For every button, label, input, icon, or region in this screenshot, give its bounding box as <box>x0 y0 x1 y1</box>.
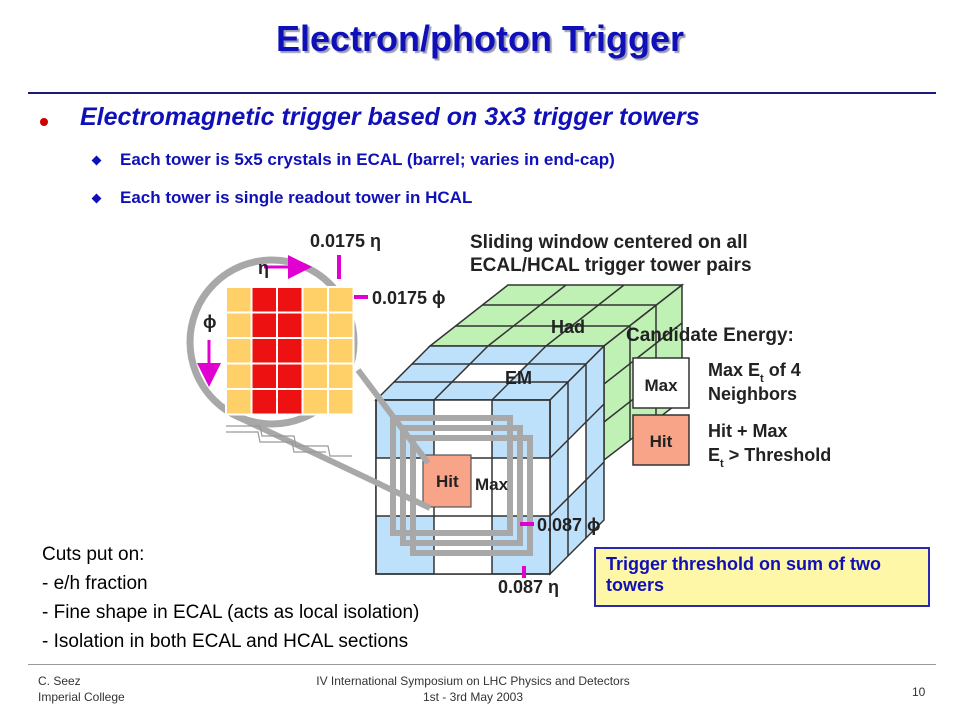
footer-author-block: C. Seez Imperial College <box>38 673 125 705</box>
crystal-grid <box>225 286 355 416</box>
max-desc-a: Max E <box>708 360 760 380</box>
candidate-energy-label: Candidate Energy: <box>626 325 794 346</box>
main-bullet: Electromagnetic trigger based on 3x3 tri… <box>80 103 700 131</box>
svg-text:Et > Threshold: Et > Threshold <box>708 445 831 470</box>
page-number: 10 <box>912 685 926 699</box>
footer-conference-block: IV International Symposium on LHC Physic… <box>278 673 668 705</box>
had-label: Had <box>551 317 585 337</box>
crystal-red <box>250 388 278 416</box>
crystal-yellow <box>327 388 355 416</box>
max-cell-label: Max <box>475 475 509 494</box>
crystal-yellow <box>301 286 329 314</box>
dimension-markers <box>337 255 534 578</box>
crystal-yellow <box>327 337 355 365</box>
crystal-red <box>276 286 304 314</box>
legend-hit-box <box>632 414 690 466</box>
crystal-yellow <box>301 337 329 365</box>
cut-item: - Fine shape in ECAL (acts as local isol… <box>42 602 420 623</box>
footer-author: C. Seez <box>38 674 81 688</box>
hit-desc-b: > Threshold <box>724 445 832 465</box>
crystal-red <box>250 311 278 339</box>
hit-desc-a: E <box>708 445 720 465</box>
legend-hit-label: Hit <box>650 432 673 451</box>
crystal-red <box>250 286 278 314</box>
footer-conference: IV International Symposium on LHC Physic… <box>316 674 630 688</box>
cuts-list: Cuts put on: - e/h fraction - Fine shape… <box>42 540 419 656</box>
footer-rule <box>28 664 936 665</box>
crystal-yellow <box>301 311 329 339</box>
sub-bullet-2: Each tower is single readout tower in HC… <box>120 188 473 207</box>
sliding-window-frames <box>390 415 533 556</box>
sliding-window-line-2: ECAL/HCAL trigger tower pairs <box>470 255 752 276</box>
hit-cell <box>422 454 472 508</box>
eta-symbol: η <box>258 258 269 278</box>
max-desc-line-2: Neighbors <box>708 384 797 404</box>
cut-item: - Isolation in both ECAL and HCAL sectio… <box>42 631 409 652</box>
hit-desc-line-1: Hit + Max <box>708 421 788 441</box>
crystal-yellow <box>301 362 329 390</box>
sliding-window-line-1: Sliding window centered on all <box>470 232 748 253</box>
crystal-yellow <box>225 337 253 365</box>
crystal-yellow <box>301 388 329 416</box>
crystal-yellow <box>225 311 253 339</box>
crystal-red <box>250 362 278 390</box>
cuts-heading: Cuts put on: <box>42 544 145 565</box>
phi-symbol: ϕ <box>203 312 217 332</box>
crystal-yellow <box>327 286 355 314</box>
crystal-yellow <box>327 311 355 339</box>
crystal-zoom-circle <box>186 255 358 428</box>
crystal-red <box>276 362 304 390</box>
bullet-dot-icon <box>40 118 48 126</box>
footer-institute: Imperial College <box>38 690 125 704</box>
legend-max-box <box>632 357 690 409</box>
footer-dates: 1st - 3rd May 2003 <box>422 690 524 704</box>
title-rule <box>28 92 936 94</box>
phi-fine-label: 0.0175 ϕ <box>372 288 446 308</box>
sub-bullet-1: Each tower is 5x5 crystals in ECAL (barr… <box>120 150 615 169</box>
crystal-yellow <box>225 388 253 416</box>
crystal-red <box>276 388 304 416</box>
phi-coarse-label: 0.087 ϕ <box>537 515 601 535</box>
svg-text:Max Et of 4: Max Et of 4 <box>708 360 801 385</box>
hit-cell-label: Hit <box>436 472 459 491</box>
legend-max-label: Max <box>644 376 678 395</box>
slide-title: Electron/photon Trigger <box>275 18 684 59</box>
max-desc-b: of 4 <box>764 360 801 380</box>
em-label: EM <box>505 368 532 388</box>
crystal-red <box>276 337 304 365</box>
crystal-yellow <box>225 362 253 390</box>
max-desc-sub: t <box>760 373 764 385</box>
legend: Max Hit Max Et of 4 Neighbors Hit + Max … <box>632 357 831 470</box>
zoom-connector <box>234 368 432 511</box>
step-decoration <box>226 425 352 457</box>
eta-coarse-label: 0.087 η <box>498 577 559 597</box>
crystal-red <box>276 311 304 339</box>
crystal-yellow <box>225 286 253 314</box>
crystal-red <box>250 337 278 365</box>
crystal-yellow <box>327 362 355 390</box>
eta-fine-label: 0.0175 η <box>310 231 381 251</box>
had-top-face <box>427 284 685 347</box>
threshold-note-box: Trigger threshold on sum of two towers <box>594 547 930 607</box>
cut-item: - e/h fraction <box>42 573 148 594</box>
hit-desc-sub: t <box>720 458 724 470</box>
